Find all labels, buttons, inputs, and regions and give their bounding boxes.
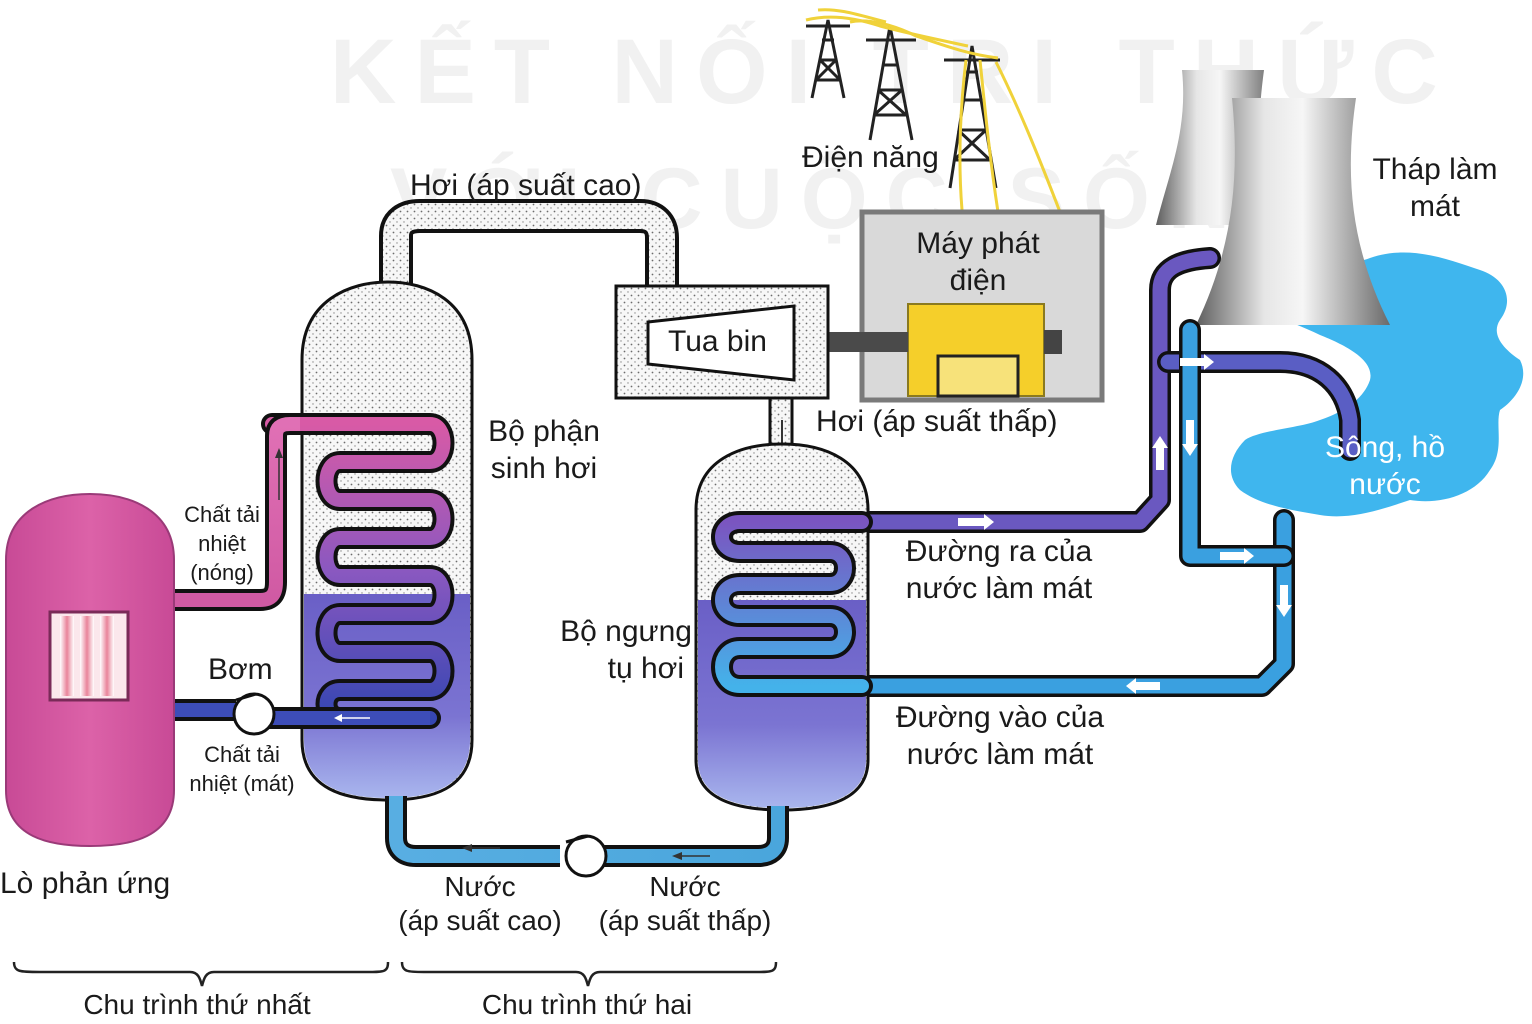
generator-core xyxy=(936,354,1020,398)
label-cooling-water-inlet-line1: Đường vào của xyxy=(895,701,1105,734)
label-condenser-line1: Bộ ngưng xyxy=(560,615,692,648)
label-cold-coolant: Chất tải nhiệt (mát) xyxy=(184,740,300,798)
label-reactor: Lò phản ứng xyxy=(0,867,171,900)
label-water-low-pressure: Nước (áp suất thấp) xyxy=(592,870,778,938)
label-water-high-pressure-line2: (áp suất cao) xyxy=(398,905,562,937)
steam-high-pressure-pipe xyxy=(379,199,679,300)
label-river: Sông, hồ nước xyxy=(1310,430,1460,503)
cold-coolant-pipe xyxy=(172,699,430,729)
label-water-high-pressure: Nước (áp suất cao) xyxy=(392,870,568,938)
label-hot-coolant-line1: Chất tải xyxy=(184,502,260,527)
label-water-low-pressure-line1: Nước xyxy=(649,871,721,902)
label-river-line2: nước xyxy=(1349,467,1421,501)
label-river-line1: Sông, hồ xyxy=(1324,431,1446,464)
label-steam-generator-line1: Bộ phận xyxy=(488,415,600,448)
label-generator-line1: Máy phát xyxy=(916,227,1040,260)
label-cycle1: Chu trình thứ nhất xyxy=(83,989,311,1020)
brace-cycle1 xyxy=(12,961,390,987)
label-generator: Máy phát điện xyxy=(880,226,1076,299)
label-steam-generator: Bộ phận sinh hơi xyxy=(482,414,606,487)
label-cooling-tower: Tháp làm mát xyxy=(1360,152,1510,225)
label-electricity: Điện năng xyxy=(802,141,939,174)
cooling-water-outlet-pipe xyxy=(851,247,1361,533)
label-cold-coolant-line2: nhiệt (mát) xyxy=(189,771,295,797)
label-cooling-water-inlet: Đường vào của nước làm mát xyxy=(880,700,1120,773)
label-generator-line2: điện xyxy=(949,263,1007,297)
label-pump: Bơm xyxy=(208,653,273,686)
label-condenser-line2: tụ hơi xyxy=(607,651,684,685)
label-cycle2: Chu trình thứ hai xyxy=(481,989,693,1020)
label-water-low-pressure-line2: (áp suất thấp) xyxy=(598,905,772,937)
label-water-high-pressure-line1: Nước xyxy=(444,871,516,902)
label-cold-coolant-line1: Chất tải xyxy=(204,742,280,767)
cooling-flow-arrows xyxy=(958,354,1292,694)
label-cooling-water-outlet-line2: nước làm mát xyxy=(905,571,1093,605)
label-steam-high-pressure: Hơi (áp suất cao) xyxy=(410,169,642,202)
label-turbine: Tua bin xyxy=(668,325,767,358)
label-cooling-tower-line2: mát xyxy=(1409,189,1460,223)
label-cooling-water-outlet: Đường ra của nước làm mát xyxy=(892,534,1106,607)
label-steam-low-pressure: Hơi (áp suất thấp) xyxy=(816,405,1058,438)
label-hot-coolant-line3: (nóng) xyxy=(190,560,254,586)
label-condenser: Bộ ngưng tụ hơi xyxy=(550,614,692,687)
turbine-rotor xyxy=(646,304,796,382)
label-steam-generator-line2: sinh hơi xyxy=(490,451,598,485)
cooling-tower-front xyxy=(1196,98,1390,325)
feedwater-pipe xyxy=(385,796,789,867)
label-cooling-water-outlet-line1: Đường ra của xyxy=(905,535,1093,568)
label-cooling-tower-line1: Tháp làm xyxy=(1372,153,1498,186)
label-cooling-water-inlet-line2: nước làm mát xyxy=(906,737,1094,771)
label-hot-coolant-line2: nhiệt xyxy=(198,531,246,557)
hot-coolant-pipe xyxy=(172,413,301,611)
generator-shaft-end xyxy=(1044,330,1062,354)
fuel-rods xyxy=(60,616,114,696)
label-hot-coolant: Chất tải nhiệt (nóng) xyxy=(176,500,268,587)
power-lines xyxy=(805,8,1062,213)
brace-cycle2 xyxy=(400,961,778,987)
